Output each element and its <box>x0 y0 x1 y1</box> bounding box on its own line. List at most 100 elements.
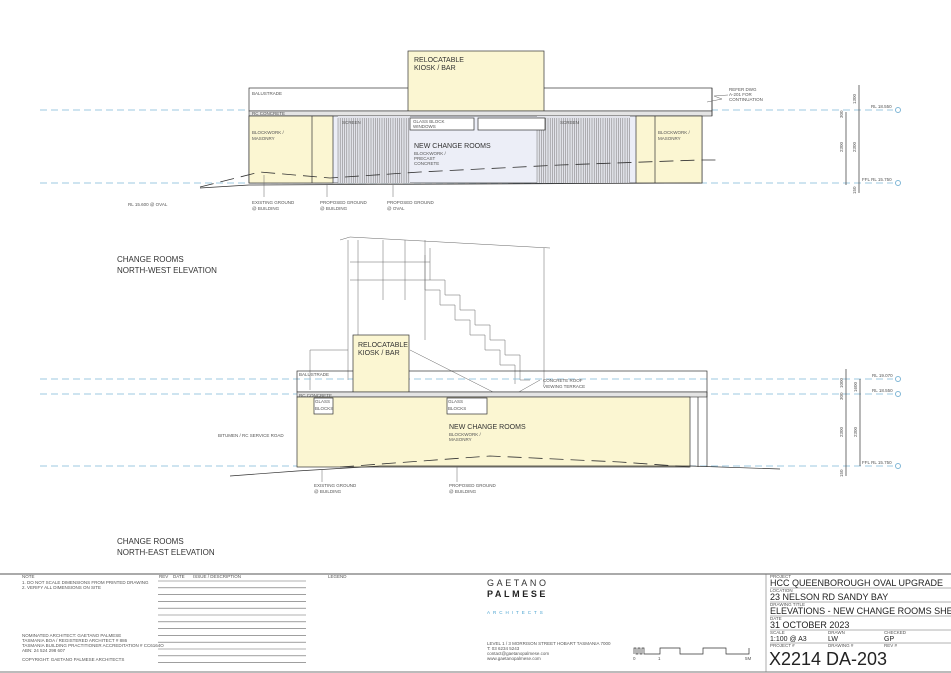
ground-label: @ BUILDING <box>320 206 348 211</box>
glass-block-window <box>409 117 475 131</box>
material-label: BLOCKWORK / <box>449 432 482 437</box>
ffl-label: FFL RL 15.750 <box>862 177 892 182</box>
field-label: DRAWING # <box>828 643 854 648</box>
checked-by: GP <box>884 636 894 643</box>
ground-label: PROPOSED GROUND <box>320 200 368 205</box>
dimension-label: 1000 <box>839 377 844 388</box>
change-rooms-label: NEW CHANGE ROOMS <box>414 143 491 150</box>
scale-bar-label: 0 <box>633 656 636 661</box>
elevation-title: NORTH-WEST ELEVATION <box>117 266 217 275</box>
dimension-label: 1600 <box>853 381 858 392</box>
field-label: REV # <box>884 643 898 648</box>
glass-label: BLOCKS <box>448 406 466 411</box>
note-item: 1. DO NOT SCALE DIMENSIONS FROM PRINTED … <box>22 580 149 585</box>
project-number: X2214 <box>769 649 821 669</box>
blockwork-right <box>635 115 703 184</box>
architect-info: TASMANIA BUILDING PRACTITIONER ACCREDITA… <box>22 643 164 648</box>
drawing-number: DA-203 <box>826 649 887 669</box>
date: 31 OCTOBER 2023 <box>770 620 849 630</box>
rl-label: RL 18.550 <box>872 388 893 393</box>
architect-info: ABN: 24 524 298 607 <box>22 648 66 653</box>
drawn-by: LW <box>828 636 838 643</box>
refer-label: CONTINUATION <box>729 97 763 102</box>
glass-label: BLOCKS <box>315 406 333 411</box>
note-label: NOTE <box>22 574 35 579</box>
stair-structure <box>309 236 551 394</box>
rc-concrete <box>296 391 708 398</box>
screen-hatch <box>337 116 630 183</box>
refer-label: A-201 FOR <box>729 92 753 97</box>
rl-oval-label: RL 15.600 @ OVAL <box>128 202 168 207</box>
ne-elevation: RELOCATABLE KIOSK / BAR BALUSTRADE RC CO… <box>40 236 901 557</box>
location: 23 NELSON RD SANDY BAY <box>770 592 888 602</box>
rc-concrete <box>248 110 713 117</box>
glass-blocks <box>313 397 334 415</box>
rc-concrete-label: RC CONCRETE <box>299 393 332 398</box>
proposed-ground-line <box>199 182 701 189</box>
blockwork-label: BLOCKWORK / <box>658 130 691 135</box>
service-road-label: BITUMEN / RC SERVICE ROAD <box>218 433 284 438</box>
existing-ground-line <box>199 159 718 188</box>
screen-panel <box>338 116 410 183</box>
logo-text: ARCHITECTS <box>487 610 546 615</box>
terrace-label: VIEWING TERRACE <box>543 384 585 389</box>
address: www.gaetanopalmese.com <box>487 656 541 661</box>
dimension-label: 2300 <box>853 426 858 437</box>
level-marker-icon <box>895 391 901 397</box>
kiosk-label: KIOSK / BAR <box>358 350 400 357</box>
material-label: CONCRETE <box>414 161 439 166</box>
field-label: SCALE <box>770 630 785 635</box>
logo-text: PALMESE <box>487 589 548 599</box>
field-label: LOCATION <box>770 588 793 593</box>
ground-label: EXISTING GROUND <box>314 483 357 488</box>
ffl-label: FFL RL 15.750 <box>862 460 892 465</box>
terrace-label: CONCRETE ROOF <box>543 378 583 383</box>
material-label: MASONRY <box>449 437 472 442</box>
ground-label: EXISTING GROUND <box>252 200 295 205</box>
blockwork-label: BLOCKWORK / <box>252 130 285 135</box>
kiosk-label: RELOCATABLE <box>358 342 408 349</box>
rl-label: RL 18.550 <box>871 104 892 109</box>
level-marker-icon <box>895 180 901 186</box>
glass-blocks <box>446 397 488 415</box>
dimension-label: 2300 <box>852 141 857 152</box>
kiosk-label: RELOCATABLE <box>414 57 464 64</box>
drawing-title: ELEVATIONS - NEW CHANGE ROOMS SHEET 1 <box>770 606 951 616</box>
scale-bar-label: 1 <box>658 656 661 661</box>
nw-elevation: RELOCATABLE KIOSK / BAR BALUSTRADE RC CO… <box>40 50 901 275</box>
kiosk <box>407 50 545 112</box>
scale: 1:100 @ A3 <box>770 636 807 643</box>
balustrade-label: BALUSTRADE <box>252 91 282 96</box>
copyright: COPYRIGHT: GAETANO PALMESE ARCHITECTS <box>22 657 124 662</box>
title-block: NOTE 1. DO NOT SCALE DIMENSIONS FROM PRI… <box>0 573 951 673</box>
material-label: PRECAST <box>414 156 436 161</box>
field-label: PROJECT # <box>770 643 795 648</box>
rev-header: DATE <box>173 574 185 579</box>
dimension-label: 150 <box>839 469 844 477</box>
elevation-title: NORTH-EAST ELEVATION <box>117 548 215 557</box>
ground-label: @ BUILDING <box>449 489 477 494</box>
screen-label: SCREEN <box>342 120 361 125</box>
ground-label: @ BUILDING <box>252 206 280 211</box>
kiosk-label: KIOSK / BAR <box>414 65 456 72</box>
dimension-label: 300 <box>839 392 844 400</box>
logo-text: GAETANO <box>487 578 549 588</box>
elevation-title: CHANGE ROOMS <box>117 537 184 546</box>
rev-header: ISSUE / DESCRIPTION <box>193 574 241 579</box>
note-item: 2. VERIFY ALL DIMENSIONS ON SITE <box>22 585 101 590</box>
elevation-title: CHANGE ROOMS <box>117 255 184 264</box>
change-rooms-label: NEW CHANGE ROOMS <box>449 424 526 431</box>
dimension-label: 1300 <box>852 93 857 104</box>
proposed-ground-line <box>339 455 691 468</box>
balustrade-label: BALUSTRADE <box>299 372 329 377</box>
dimension-label: 300 <box>839 110 844 118</box>
dimension-label: 150 <box>852 186 857 194</box>
architect-info: NOMINATED ARCHITECT: GAETANO PALMESE <box>22 633 121 638</box>
level-marker-icon <box>895 463 901 469</box>
screen-label: SCREEN <box>560 120 579 125</box>
rev-header: REV <box>159 574 168 579</box>
scale-bar-label: 5M <box>745 656 752 661</box>
building-body <box>296 396 691 468</box>
project-name: HCC QUEENBOROUGH OVAL UPGRADE <box>770 578 943 588</box>
